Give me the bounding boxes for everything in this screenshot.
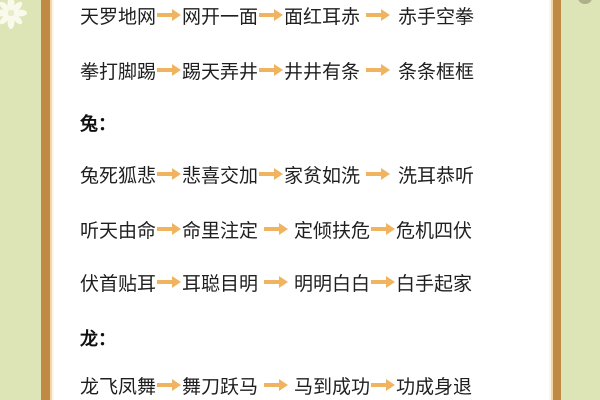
right-green-margin (560, 0, 600, 400)
idiom-chain-row: 伏首贴耳 耳聪目明 明明白白 白手起家 (80, 267, 472, 297)
arrow-right-icon (264, 223, 289, 235)
idiom: 听天由命 (80, 219, 157, 242)
arrow-right-icon (157, 64, 182, 76)
arrow-right-icon (157, 223, 182, 235)
arrow-right-icon (259, 64, 284, 76)
idiom: 功成身退 (396, 375, 473, 398)
idiom: 兔死狐悲 (80, 164, 157, 187)
flower-icon (0, 0, 27, 29)
idiom: 危机四伏 (396, 219, 473, 242)
idiom: 井井有条 (284, 60, 361, 83)
idiom: 耳聪目明 (182, 272, 259, 295)
arrow-right-icon (371, 276, 396, 288)
document-page (54, 0, 549, 400)
arrow-right-icon (366, 64, 391, 76)
arrow-right-icon (259, 9, 284, 21)
idiom: 马到成功 (294, 375, 371, 398)
idiom-chain-row: 拳打脚踢 踢天弄井 井井有条 条条框框 (80, 55, 474, 85)
idiom: 拳打脚踢 (80, 60, 157, 83)
idiom: 网开一面 (182, 5, 259, 28)
arrow-right-icon (259, 168, 284, 180)
arrow-right-icon (264, 276, 289, 288)
idiom: 伏首贴耳 (80, 272, 157, 295)
idiom: 条条框框 (398, 60, 475, 83)
left-frame-border (41, 0, 52, 400)
idiom: 白手起家 (396, 272, 473, 295)
arrow-right-icon (157, 379, 182, 391)
arrow-right-icon (157, 276, 182, 288)
section-heading-dragon: 龙： (80, 329, 116, 350)
arrow-right-icon (371, 223, 396, 235)
idiom: 明明白白 (294, 272, 371, 295)
corner-decoration-icon (578, 0, 592, 4)
idiom: 定倾扶危 (294, 219, 371, 242)
idiom-chain-row: 听天由命 命里注定 定倾扶危 危机四伏 (80, 214, 472, 244)
idiom: 踢天弄井 (182, 60, 259, 83)
idiom: 命里注定 (182, 219, 259, 242)
section-heading-rabbit: 兔： (80, 114, 116, 135)
idiom-chain-row: 兔死狐悲 悲喜交加 家贫如洗 洗耳恭听 (80, 159, 474, 189)
arrow-right-icon (366, 168, 391, 180)
idiom: 家贫如洗 (284, 164, 361, 187)
arrow-right-icon (157, 168, 182, 180)
idiom: 面红耳赤 (284, 5, 361, 28)
left-green-margin (0, 0, 41, 400)
idiom: 天罗地网 (80, 5, 157, 28)
arrow-right-icon (371, 379, 396, 391)
idiom: 悲喜交加 (182, 164, 259, 187)
idiom: 洗耳恭听 (398, 164, 475, 187)
idiom: 舞刀跃马 (182, 375, 259, 398)
idiom: 龙飞凤舞 (80, 375, 157, 398)
idiom-chain-row: 龙飞凤舞 舞刀跃马 马到成功 功成身退 (80, 370, 472, 400)
idiom-chain-row: 天罗地网 网开一面 面红耳赤 赤手空拳 (80, 0, 474, 30)
right-frame-border (551, 0, 561, 400)
arrow-right-icon (264, 379, 289, 391)
arrow-right-icon (366, 9, 391, 21)
idiom: 赤手空拳 (398, 5, 475, 28)
arrow-right-icon (157, 9, 182, 21)
